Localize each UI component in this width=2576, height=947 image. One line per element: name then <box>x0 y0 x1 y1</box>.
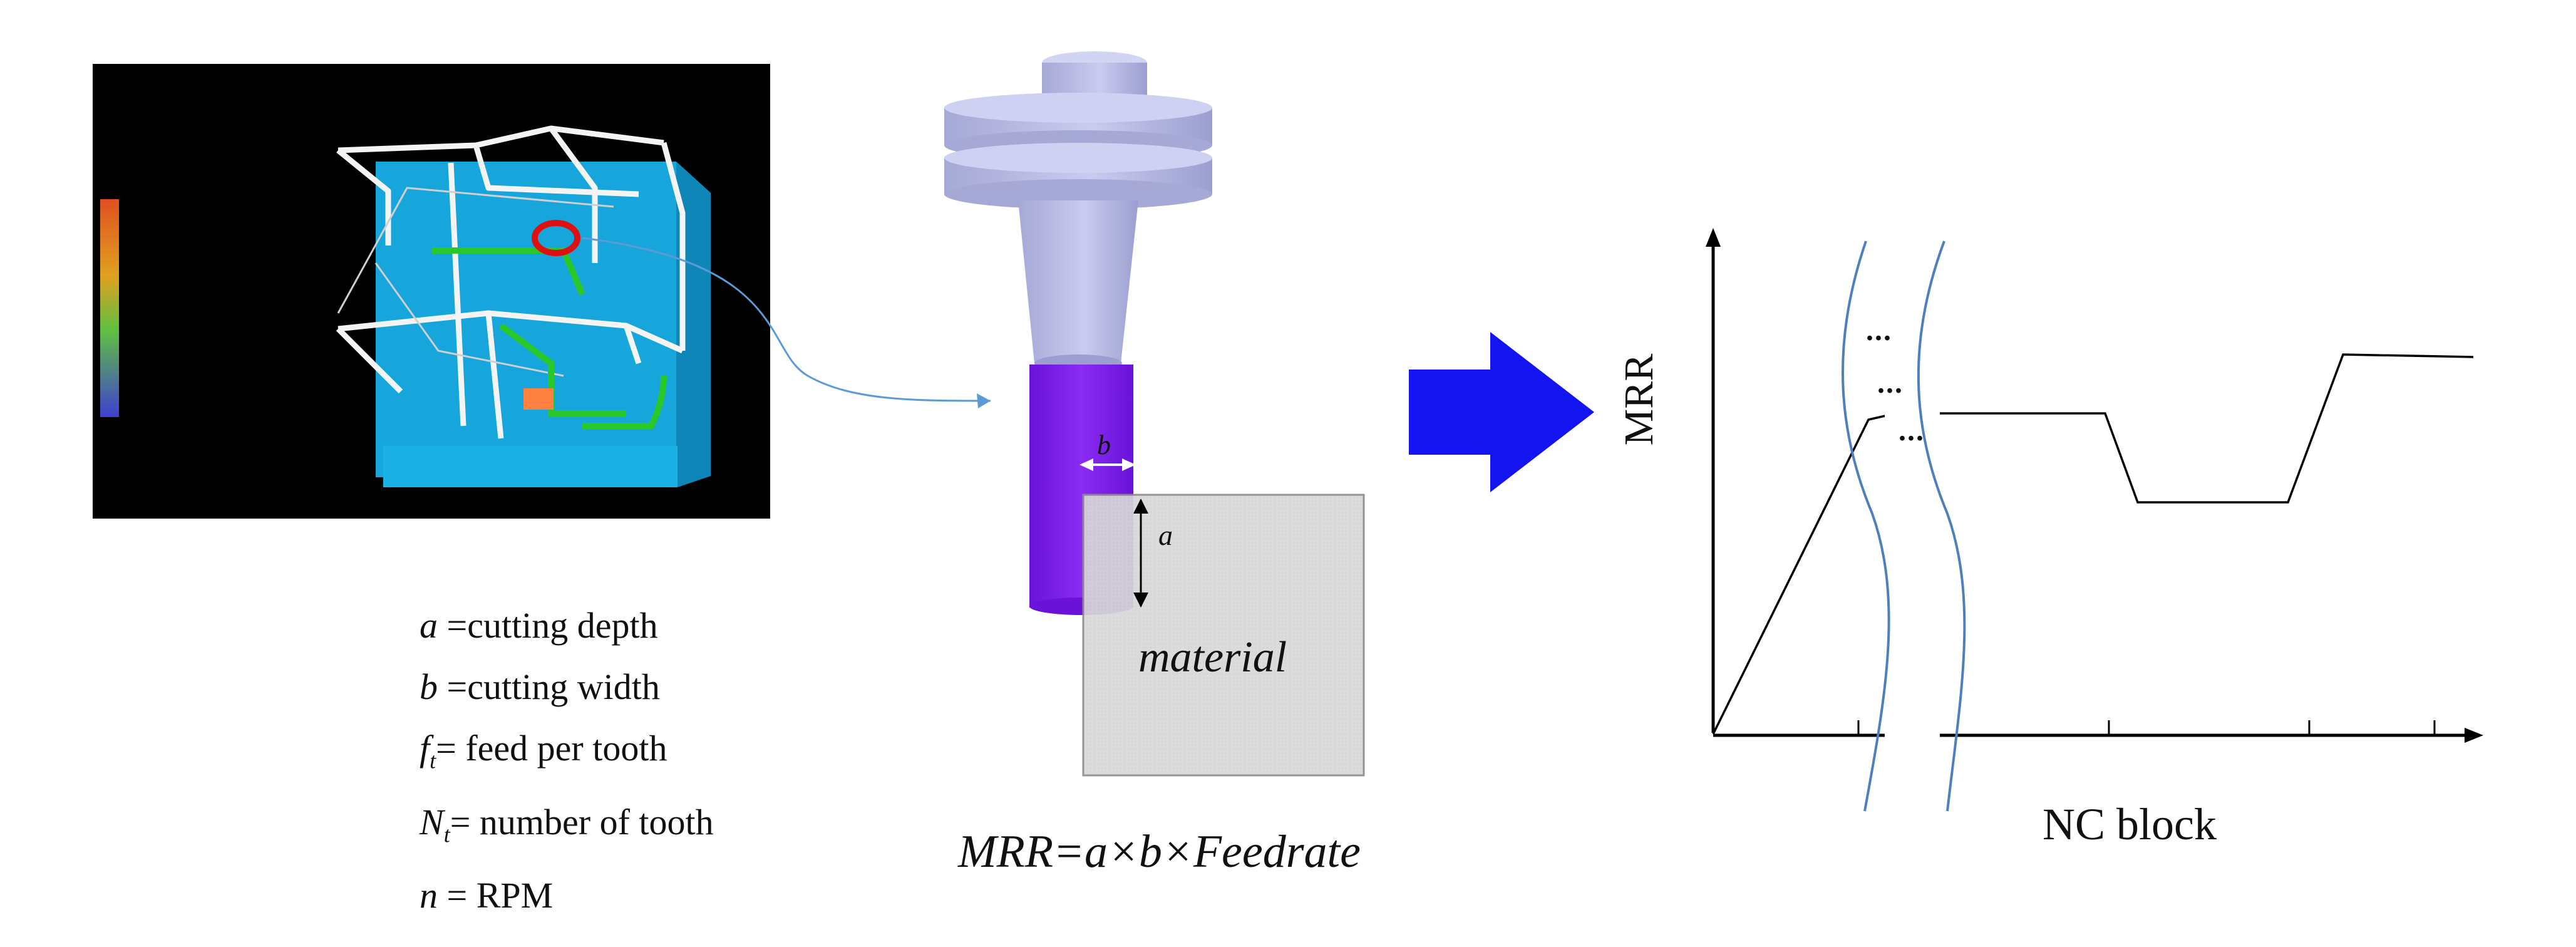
y-axis-label: MRR <box>1616 353 1662 446</box>
ellipsis-2: ... <box>1877 366 1904 400</box>
var-nt-symbol: N <box>420 801 444 842</box>
var-b: b =cutting width <box>420 656 714 718</box>
material-label: material <box>1138 633 1287 681</box>
var-ft: ft= feed per tooth <box>420 718 714 792</box>
connector-arrowhead <box>977 393 991 408</box>
dim-a-label: a <box>1158 519 1173 551</box>
variable-definitions: a =cutting depth b =cutting width ft= fe… <box>420 595 714 926</box>
var-nt-sub: t <box>443 822 450 847</box>
dim-b-label: b <box>1097 430 1111 460</box>
x-axis-label: NC block <box>2043 799 2217 849</box>
break-lines <box>1842 241 1966 812</box>
mrr-profile-line <box>1712 353 2474 735</box>
var-nt: Nt= number of tooth <box>420 792 714 866</box>
color-scale-bar <box>100 199 119 417</box>
dim-b-arrow-left <box>1079 458 1093 471</box>
var-a: a =cutting depth <box>420 595 714 656</box>
var-a-text: =cutting depth <box>438 605 658 646</box>
var-ft-text: = feed per tooth <box>436 728 667 768</box>
ellipsis-3: ... <box>1899 414 1925 447</box>
var-nt-text: = number of tooth <box>450 801 714 842</box>
dim-a-arrow-bottom <box>1133 593 1148 608</box>
ellipsis-1: ... <box>1866 314 1892 347</box>
cam-simulation-image <box>93 64 770 519</box>
var-a-symbol: a <box>420 605 438 646</box>
connector-line <box>582 237 991 402</box>
var-n-text: = RPM <box>438 875 554 916</box>
var-n-symbol: n <box>420 875 438 916</box>
var-n: n = RPM <box>420 865 714 926</box>
dim-a-arrow-top <box>1133 499 1148 514</box>
highlight-circle <box>532 220 580 256</box>
mrr-formula: MRR=a×b×Feedrate <box>958 826 1361 877</box>
graph-axes <box>1706 228 2483 743</box>
dim-b-arrow-right <box>1122 458 1136 471</box>
var-ft-sub: t <box>430 748 436 774</box>
var-b-symbol: b <box>420 666 438 707</box>
var-ft-symbol: f <box>420 728 430 768</box>
big-blue-arrow <box>1409 332 1594 492</box>
break-mask <box>1885 238 1940 802</box>
material-block <box>1082 494 1365 777</box>
var-b-text: =cutting width <box>438 666 660 707</box>
tool-holder <box>944 51 1212 372</box>
